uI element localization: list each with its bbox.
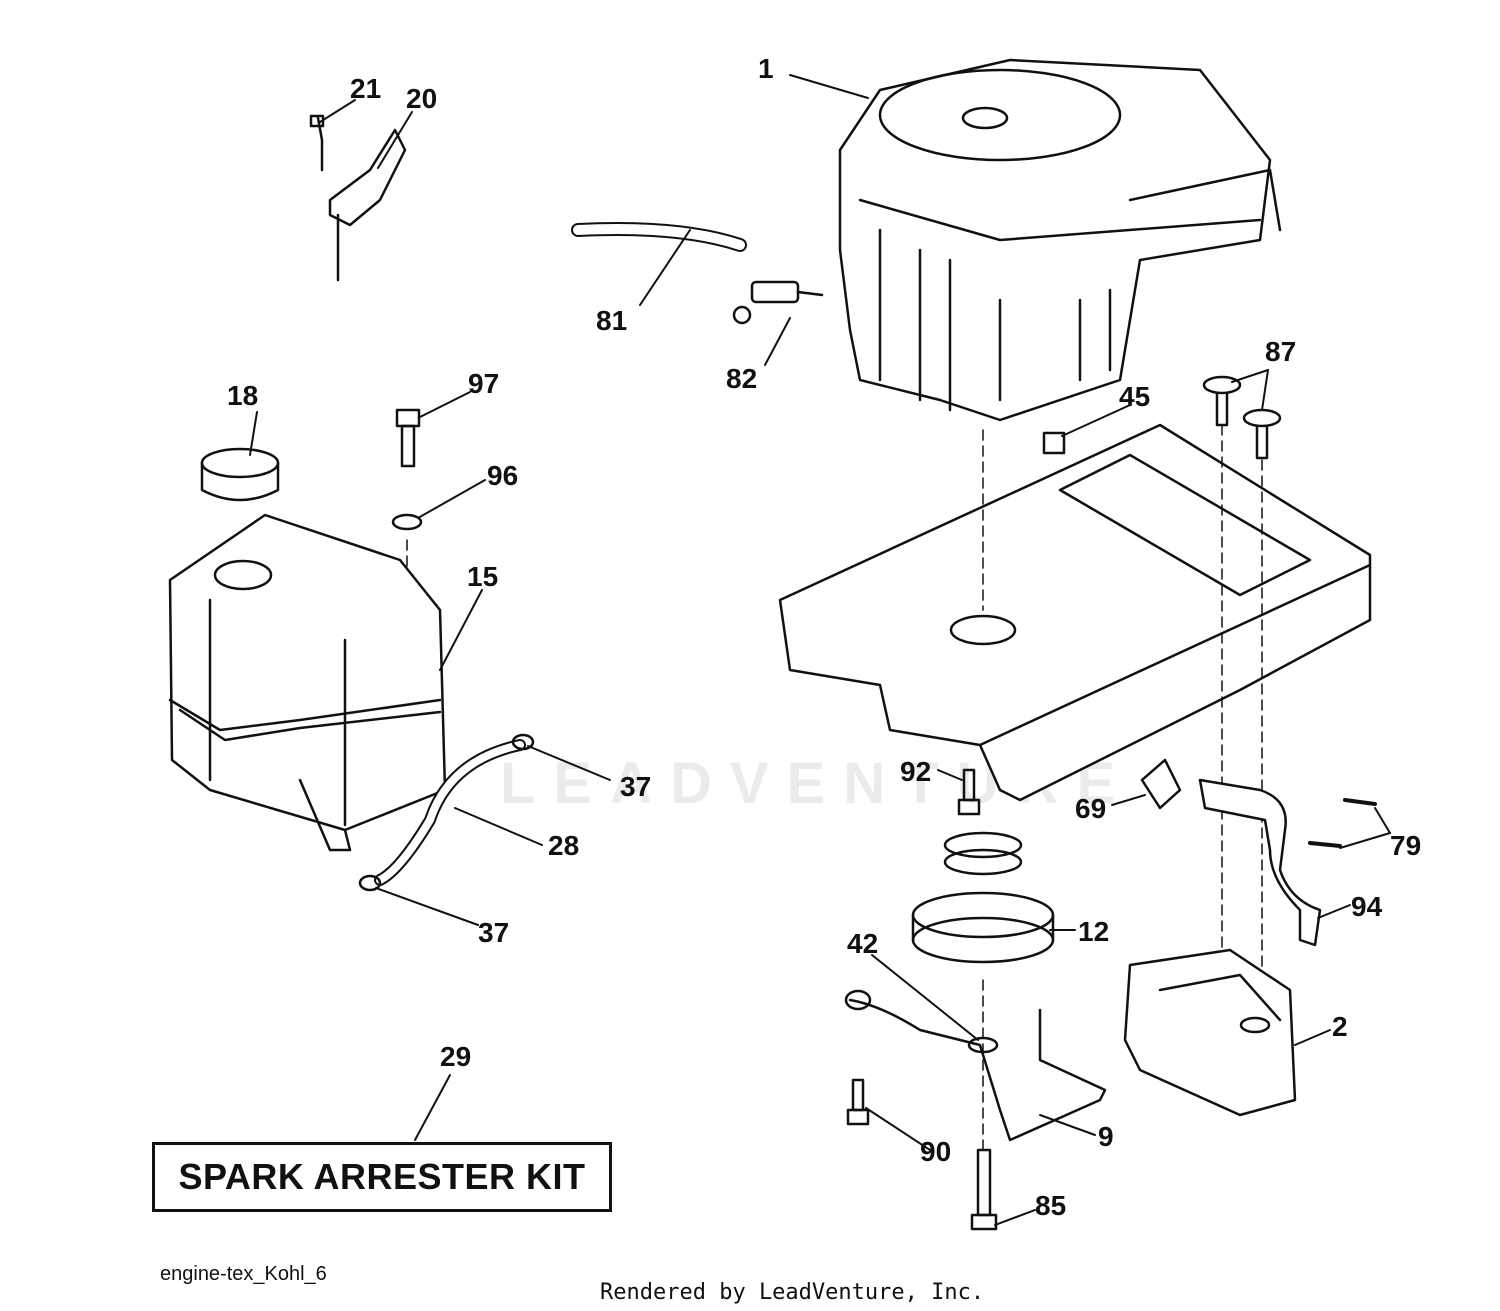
nut-part: [1042, 431, 1066, 455]
hose-clamp-part: [511, 733, 535, 751]
callout-69[interactable]: 69: [1075, 793, 1106, 824]
callout-28[interactable]: 28: [548, 830, 579, 861]
callout-21[interactable]: 21: [350, 73, 381, 104]
screw-part: [1308, 798, 1377, 848]
muffler-part: [1123, 948, 1297, 1117]
callout-29[interactable]: 29: [440, 1041, 471, 1072]
rod-part: [848, 998, 1107, 1142]
callout-94[interactable]: 94: [1351, 891, 1383, 922]
callout-45[interactable]: 45: [1119, 381, 1150, 412]
callout-82[interactable]: 82: [726, 363, 757, 394]
pulley-part: [911, 831, 1055, 964]
callout-9[interactable]: 9: [1098, 1121, 1114, 1152]
callout-1[interactable]: 1: [758, 53, 774, 84]
fuel-tank-part: [168, 513, 447, 852]
callout-87[interactable]: 87: [1265, 336, 1296, 367]
engine-part: [838, 58, 1282, 422]
callout-81[interactable]: 81: [596, 305, 627, 336]
mounting-bolt-part: [1202, 375, 1282, 460]
callout-37-top[interactable]: 37: [620, 771, 651, 802]
bolt-90-part: [846, 1078, 870, 1126]
spark-arrester-kit-box[interactable]: SPARK ARRESTER KIT: [152, 1142, 612, 1212]
hose-clamp-part-2: [358, 874, 382, 892]
callout-97[interactable]: 97: [468, 368, 499, 399]
callout-12[interactable]: 12: [1078, 916, 1109, 947]
bolt-part: [395, 408, 421, 468]
callout-18[interactable]: 18: [227, 380, 258, 411]
gasket-part: [1140, 758, 1182, 810]
callout-42[interactable]: 42: [847, 928, 878, 959]
footer-credit: Rendered by LeadVenture, Inc.: [600, 1280, 985, 1305]
callout-90[interactable]: 90: [920, 1136, 951, 1167]
callout-37-bottom[interactable]: 37: [478, 917, 509, 948]
spark-arrester-kit-label: SPARK ARRESTER KIT: [178, 1156, 586, 1197]
throttle-bracket-part: [309, 114, 407, 282]
callout-15[interactable]: 15: [467, 561, 498, 592]
exhaust-pipe-part: [1198, 778, 1322, 947]
callout-96[interactable]: 96: [487, 460, 518, 491]
callout-85[interactable]: 85: [1035, 1190, 1066, 1221]
diagram-id: engine-tex_Kohl_6: [160, 1263, 327, 1285]
fuel-cap-part: [200, 447, 280, 502]
fuel-filter-part: [732, 280, 824, 325]
callout-20[interactable]: 20: [406, 83, 437, 114]
callout-79[interactable]: 79: [1390, 830, 1421, 861]
bolt-92-part: [957, 768, 981, 816]
frame-part: [778, 423, 1372, 802]
callout-92[interactable]: 92: [900, 756, 931, 787]
bolt-85-part: [970, 1148, 998, 1231]
callout-2[interactable]: 2: [1332, 1011, 1348, 1042]
washer-part: [391, 513, 423, 531]
